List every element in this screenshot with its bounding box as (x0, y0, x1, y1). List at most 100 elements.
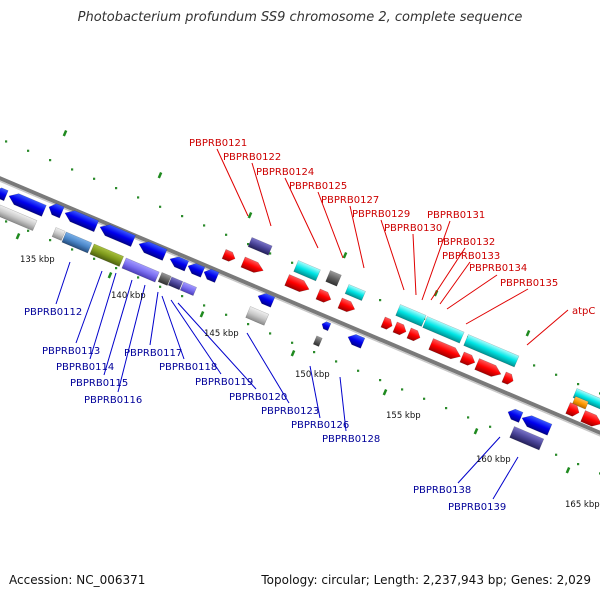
gene-label: PBPRB0123 (261, 406, 319, 417)
scale-dot (247, 323, 250, 326)
label-leader-lines (55, 148, 569, 500)
scale-dot (555, 373, 558, 376)
scale-dot (533, 364, 536, 367)
scale-dot (203, 304, 206, 307)
gene-arrow (521, 415, 553, 436)
leader-line (349, 205, 365, 269)
gene-box (51, 227, 66, 241)
gene-arrow (203, 268, 220, 283)
scale-tick (247, 212, 253, 219)
scale-dot (181, 295, 184, 298)
scale-dot (137, 276, 140, 279)
gene-arrow (221, 249, 236, 262)
leader-line (339, 376, 347, 432)
gene-box (422, 316, 465, 344)
leader-line (309, 365, 321, 419)
gene-arrow (474, 358, 502, 377)
scale-dot (49, 159, 52, 162)
kbp-label: 160 kbp (476, 455, 511, 465)
gene-label: PBPRB0124 (256, 167, 314, 178)
kbp-labels: 135 kbp 140 kbp 145 kbp 150 kbp 155 kbp … (20, 255, 600, 510)
gene-label: PBPRB0135 (500, 278, 558, 289)
gene-label: PBPRB0125 (289, 181, 347, 192)
scale-tick (565, 466, 571, 474)
gene-arrow (8, 193, 47, 217)
leader-line (55, 261, 71, 305)
scale-dot (269, 332, 272, 335)
scale-tick (382, 389, 388, 396)
gene-label: PBPRB0131 (427, 210, 485, 221)
gene-box (509, 426, 545, 451)
gene-box (293, 260, 321, 282)
gene-label: PBPRB0117 (124, 348, 182, 359)
leader-line (446, 274, 498, 310)
leader-line (75, 270, 103, 344)
gene-arrow (169, 256, 190, 272)
scale-dot (71, 248, 74, 251)
scale-dot (555, 453, 558, 456)
gene-arrow (138, 241, 168, 261)
gene-box (179, 281, 197, 296)
leader-line (117, 284, 146, 393)
scale-dot (445, 407, 448, 410)
scale-dot (27, 149, 30, 152)
gene-box (245, 306, 270, 326)
scale-dot (159, 285, 162, 288)
gene-arrow (406, 327, 421, 342)
scale-dot (577, 463, 580, 466)
gene-label: PBPRB0130 (384, 223, 442, 234)
gene-label: PBPRB0129 (352, 209, 410, 220)
scale-dot (489, 425, 492, 428)
genome-summary-text: Topology: circular; Length: 2,237,943 bp… (261, 573, 591, 587)
leader-line (492, 456, 519, 500)
gene-arrow (501, 371, 514, 385)
gene-arrow (64, 210, 99, 233)
scale-tick (157, 172, 163, 179)
leader-line (421, 220, 451, 301)
gene-arrow (315, 288, 332, 303)
scale-tick (15, 233, 21, 240)
gene-arrow (257, 293, 276, 308)
leader-line (170, 299, 222, 375)
forward-gene-labels: PBPRB0121 PBPRB0122 PBPRB0124 PBPRB0125 … (189, 138, 595, 317)
map-title: Photobacterium profundum SS9 chromosome … (77, 10, 523, 25)
gene-box (463, 334, 520, 368)
accession-text: Accession: NC_006371 (9, 573, 146, 587)
scale-dot (357, 369, 360, 372)
gene-label: PBPRB0121 (189, 138, 247, 149)
leader-line (177, 302, 257, 390)
leader-line (457, 436, 501, 484)
scale-dot (71, 168, 74, 171)
gene-arrow (321, 321, 332, 332)
gene-label: PBPRB0138 (413, 485, 471, 496)
gene-arrow (99, 224, 136, 247)
gene-box (572, 395, 589, 410)
gene-box (157, 272, 172, 286)
kbp-label: 145 kbp (204, 329, 239, 339)
kbp-label: 155 kbp (386, 411, 421, 421)
gene-box (0, 204, 38, 232)
scale-dot (291, 341, 294, 344)
scale-dot (577, 383, 580, 386)
scale-dot (291, 261, 294, 264)
scale-dot (225, 313, 228, 316)
gene-arrow (240, 256, 264, 273)
gene-label: PBPRB0119 (195, 377, 253, 388)
kbp-label: 140 kbp (111, 291, 146, 301)
gene-arrow (565, 402, 580, 417)
gene-arrow (284, 274, 310, 293)
leader-line (149, 291, 159, 346)
scale-dot (181, 215, 184, 218)
scale-tick (107, 272, 113, 279)
leader-line (465, 288, 529, 325)
gene-box (344, 284, 366, 301)
scale-dot (203, 224, 206, 227)
gene-box (247, 237, 273, 256)
scale-dot (5, 140, 8, 143)
scale-dot (49, 239, 52, 242)
scale-dot (5, 220, 8, 223)
gene-label: PBPRB0118 (159, 362, 217, 373)
leader-line (412, 233, 417, 296)
scale-dot (313, 351, 316, 354)
gene-arrow (48, 203, 65, 219)
